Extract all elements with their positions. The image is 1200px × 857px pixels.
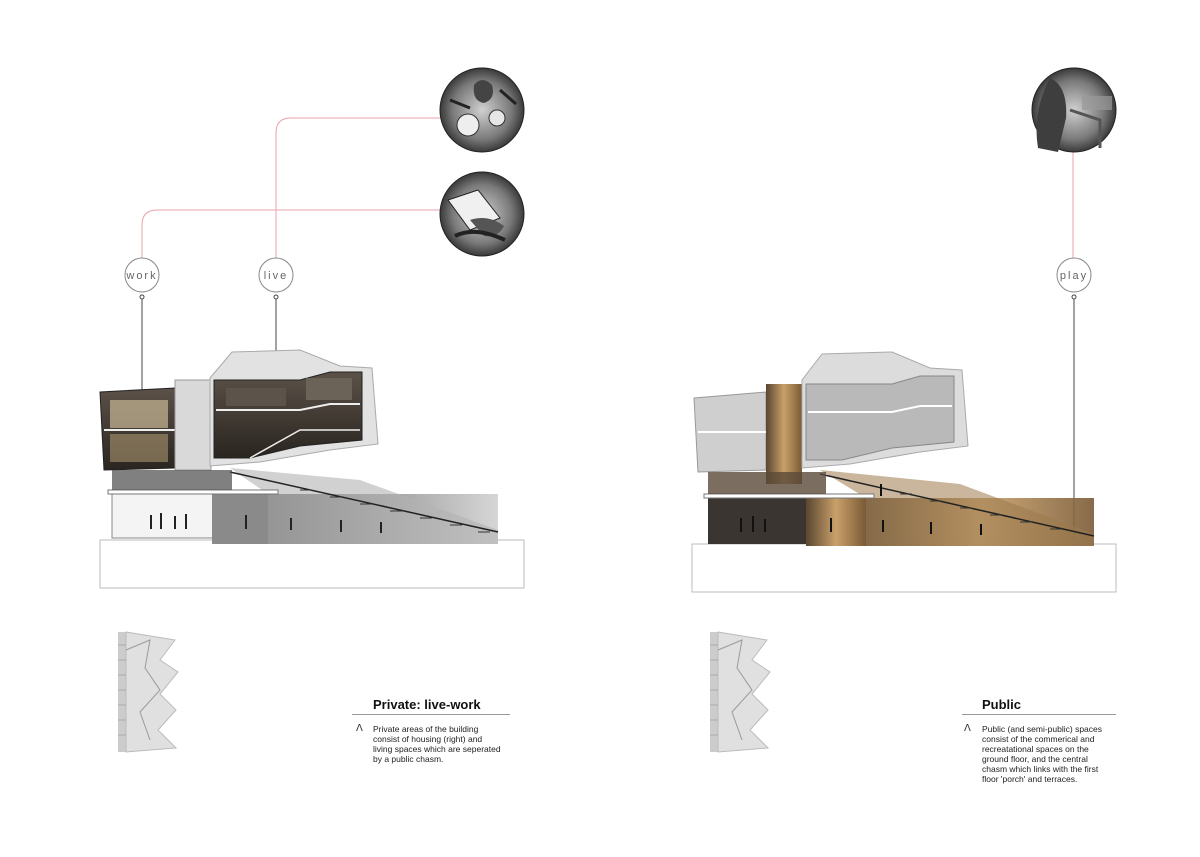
public-building-section	[691, 351, 1117, 593]
up-caret-icon: Λ	[356, 723, 363, 734]
public-caption-line: chasm which links with the first	[982, 764, 1099, 774]
public-caption-text: Public (and semi-public) spaces consist …	[982, 724, 1122, 784]
laptop-typing-icon	[439, 171, 525, 257]
private-caption-line: by a public chasm.	[373, 754, 444, 764]
private-site-plan	[118, 631, 179, 753]
waterfront-figure-icon	[1031, 67, 1117, 153]
public-caption-line: consist of the commerical and	[982, 734, 1095, 744]
public-caption-rule	[962, 714, 1116, 715]
private-caption-rule	[352, 714, 510, 715]
private-caption-text: Private areas of the building consist of…	[373, 724, 513, 764]
work-label: work	[125, 270, 157, 282]
private-caption-line: Private areas of the building	[373, 724, 479, 734]
dining-scene-icon	[439, 67, 525, 153]
private-leader-lines	[141, 117, 442, 258]
private-caption-line: consist of housing (right) and	[373, 734, 483, 744]
private-building-section	[99, 349, 525, 589]
public-caption-title: Public	[982, 697, 1022, 712]
play-label-bubble: play	[1056, 257, 1092, 293]
public-caption-line: Public (and semi-public) spaces	[982, 724, 1102, 734]
live-label: live	[264, 270, 289, 282]
play-label: play	[1060, 270, 1088, 282]
public-caption-line: ground floor, and the central	[982, 754, 1088, 764]
private-caption-line: living spaces which are seperated	[373, 744, 501, 754]
public-caption-line: recreatational spaces on the	[982, 744, 1089, 754]
public-site-plan	[710, 631, 771, 753]
work-label-bubble: work	[124, 257, 160, 293]
live-label-bubble: live	[258, 257, 294, 293]
public-caption-line: floor 'porch' and terraces.	[982, 774, 1078, 784]
private-caption-title: Private: live-work	[373, 697, 481, 712]
up-caret-icon: Λ	[964, 723, 971, 734]
